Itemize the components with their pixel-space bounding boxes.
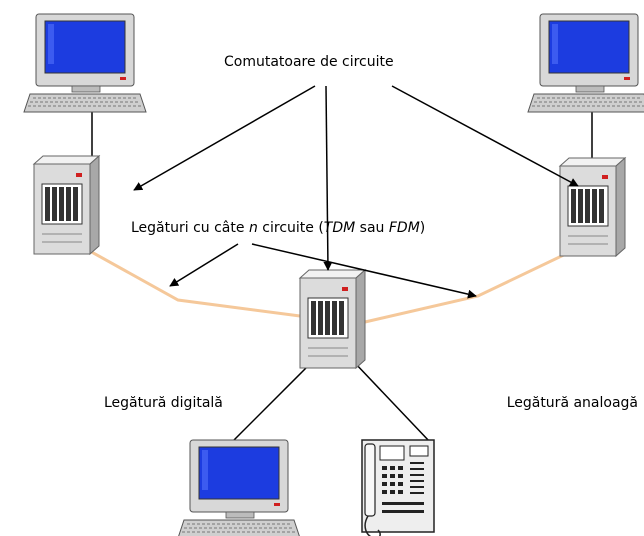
links-label-tdm: TDM <box>324 220 355 236</box>
arrow-to-switch-left <box>133 85 316 191</box>
links-label-n: n <box>249 220 258 236</box>
computer-top-left <box>23 13 147 113</box>
links-label-fdm: FDM <box>389 220 420 236</box>
trunk-right <box>364 238 596 324</box>
analog-link-label: Legătură analoagă <box>507 395 638 411</box>
links-label-prefix: Legături cu câte <box>131 220 249 236</box>
links-label: Legături cu câte n circuite (TDM sau FDM… <box>131 220 425 236</box>
links-label-sau: sau <box>355 220 389 236</box>
telephone <box>361 439 435 536</box>
arrow-to-trunk-right <box>251 243 477 299</box>
arrow-to-switch-center <box>323 85 333 271</box>
switch-left <box>33 155 100 255</box>
switch-right <box>559 157 626 257</box>
switch-center <box>299 269 366 369</box>
digital-link-line <box>231 361 313 443</box>
links-label-mid: circuite ( <box>258 220 324 236</box>
digital-link-label: Legătură digitală <box>104 395 223 411</box>
computer-bottom <box>177 439 301 536</box>
computer-top-right <box>527 13 644 113</box>
arrow-to-switch-right <box>391 85 579 187</box>
analog-link-line <box>353 361 431 443</box>
switches-label: Comutatoare de circuite <box>224 54 394 70</box>
trunk-left <box>87 248 301 318</box>
arrow-to-trunk-left <box>169 243 239 287</box>
links-label-suffix: ) <box>420 220 425 236</box>
